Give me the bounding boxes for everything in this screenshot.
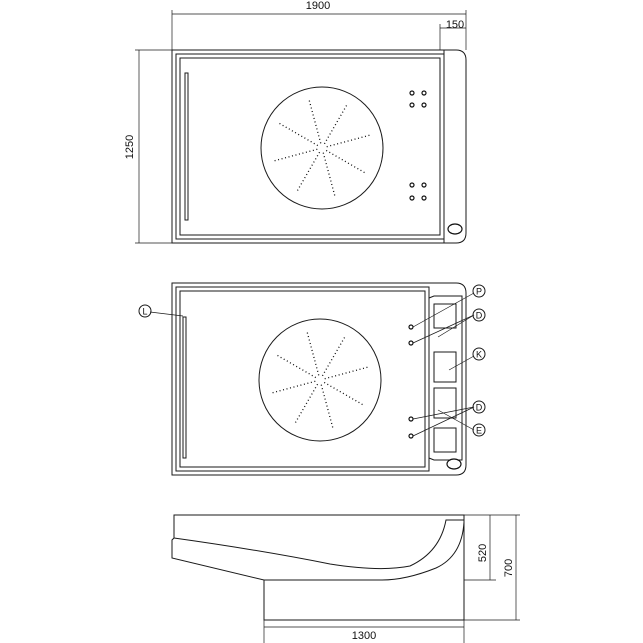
knob [409,195,415,201]
mid-control-panel [428,295,463,461]
knob [409,182,415,188]
disc-spoke [273,148,318,162]
disc-outline [258,318,382,442]
panel-box-4 [433,427,457,453]
mid-frame-outer [175,286,430,472]
panel-box-3 [433,387,457,419]
knob [408,433,414,439]
dim-side-total: 700 [503,559,515,577]
disc-spoke [308,99,322,144]
top-drain-slot [184,72,189,221]
top-view: 1900 150 1250 [124,0,467,244]
disc-spoke [271,380,316,394]
disc-spoke [324,366,369,380]
mid-frame-inner [179,290,426,468]
mid-drain-slot [182,316,187,459]
mid-outer-body [171,282,467,476]
dim-side-inner: 520 [477,544,489,562]
top-control-knobs [409,90,427,201]
knob [421,102,427,108]
side-body [171,514,465,581]
top-rotating-disc [260,86,384,210]
knob [408,416,414,422]
disc-spoke [323,104,348,145]
panel-box-2 [433,351,457,383]
dim-top-depth: 1250 [124,135,136,159]
svg-text:L: L [142,307,147,317]
disc-spoke [278,122,319,147]
callout-d-lower: D [472,400,486,414]
callout-e: E [472,423,486,437]
mid-control-knobs [408,324,414,439]
knob [409,90,415,96]
disc-spoke [320,384,334,429]
disc-spoke [323,381,364,406]
disc-spoke [276,354,317,379]
disc-spoke [294,383,319,424]
disc-outline [260,86,384,210]
knob [421,182,427,188]
svg-text:D: D [476,403,483,413]
side-view: 520 700 1300 [171,514,520,643]
side-base [263,580,465,621]
svg-text:D: D [476,311,483,321]
top-frame-outer [175,53,445,240]
disc-spoke [322,152,336,197]
callout-d-upper: D [472,308,486,322]
knob [408,340,414,346]
svg-text:P: P [476,287,482,297]
knob [421,195,427,201]
callout-l: L [138,304,152,318]
mid-drain-hole [446,458,462,470]
dim-top-width: 1900 [306,0,330,12]
top-outer-body [171,49,467,244]
disc-spoke [306,331,320,376]
disc-spoke [321,336,346,377]
callout-k: K [472,347,486,361]
disc-spoke [296,151,321,192]
dim-top-panel: 150 [446,19,464,31]
knob [409,102,415,108]
disc-spoke [326,134,371,148]
knob [421,90,427,96]
side-bowl-line [173,519,464,570]
svg-text:K: K [476,350,482,360]
top-drain-hole [447,223,463,235]
knob [408,324,414,330]
callout-p: P [472,284,486,298]
disc-spoke [325,149,366,174]
svg-text:E: E [476,426,482,436]
top-frame-inner [179,57,441,236]
mid-rotating-disc [258,318,382,442]
dim-side-base: 1300 [352,630,376,642]
middle-view: P D K D E L [138,282,486,476]
